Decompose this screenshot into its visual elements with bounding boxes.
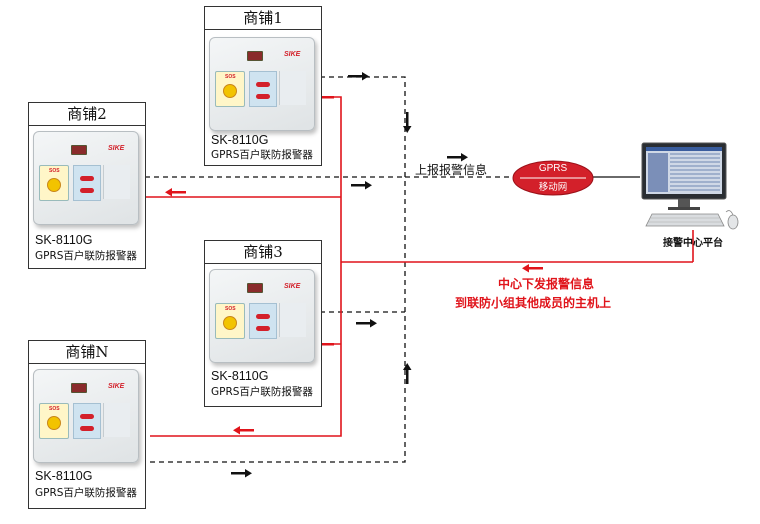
shop-desc: GPRS百户联防报警器 xyxy=(211,149,313,161)
arrow-icon xyxy=(165,188,186,197)
arrow-icon xyxy=(233,426,254,435)
sos-label: SOS xyxy=(49,406,60,412)
shop-title: 商铺1 xyxy=(205,7,321,30)
alarm-panel-icon: SIKE SOS xyxy=(209,37,315,131)
arrow-icon xyxy=(522,264,543,273)
keyboard-icon xyxy=(645,213,725,227)
mobile-network-label: 移动网 xyxy=(538,182,568,193)
alarm-panel-icon: SIKE SOS xyxy=(209,269,315,363)
shop-model: SK-8110G xyxy=(211,369,269,383)
shop-n-box: 商铺N SIKE SOS SK-8110G GPRS百户联防报警器 xyxy=(28,340,146,509)
shop-1-box: 商铺1 SIKE SOS SK-8110G GPRS百户联防报警器 xyxy=(204,6,322,166)
shop-model: SK-8110G xyxy=(35,233,93,247)
device-brand: SIKE xyxy=(284,283,301,290)
arrow-icon xyxy=(447,153,468,162)
alarm-center-computer xyxy=(640,142,740,234)
dispatch-label-line1: 中心下发报警信息 xyxy=(498,277,595,291)
device-brand: SIKE xyxy=(108,383,125,390)
arrow-icon xyxy=(351,181,372,190)
alarm-panel-icon: SIKE SOS xyxy=(33,369,139,463)
monitor-icon xyxy=(641,142,727,210)
alarm-panel-icon: SIKE SOS xyxy=(33,131,139,225)
uplink-lines xyxy=(145,76,520,463)
dispatch-label-line2: 到联防小组其他成员的主机上 xyxy=(455,296,612,310)
black-arrows xyxy=(231,72,468,478)
shop-3-box: 商铺3 SIKE SOS SK-8110G GPRS百户联防报警器 xyxy=(204,240,322,407)
device-brand: SIKE xyxy=(284,51,301,58)
shop-model: SK-8110G xyxy=(35,469,93,483)
arrow-icon xyxy=(348,72,369,81)
shop-2-box: 商铺2 SIKE SOS SK-8110G GPRS百户联防报警器 xyxy=(28,102,146,269)
shop-model: SK-8110G xyxy=(211,133,269,147)
arrow-icon xyxy=(356,319,377,328)
arrow-icon xyxy=(403,112,412,133)
shop-title: 商铺N xyxy=(29,341,145,364)
shop-desc: GPRS百户联防报警器 xyxy=(35,487,137,499)
shop-desc: GPRS百户联防报警器 xyxy=(35,250,137,262)
arrow-icon xyxy=(403,363,412,384)
mouse-icon xyxy=(725,210,739,230)
sos-label: SOS xyxy=(225,74,236,80)
shop-title: 商铺2 xyxy=(29,103,145,126)
sos-label: SOS xyxy=(225,306,236,312)
gprs-label: GPRS xyxy=(538,163,568,174)
upload-label: 上报报警信息 xyxy=(415,163,488,177)
alarm-center-label: 接警中心平台 xyxy=(663,238,723,249)
shop-desc: GPRS百户联防报警器 xyxy=(211,386,313,398)
device-brand: SIKE xyxy=(108,145,125,152)
sos-label: SOS xyxy=(49,168,60,174)
arrow-icon xyxy=(231,469,252,478)
shop-title: 商铺3 xyxy=(205,241,321,264)
gprs-network: GPRS 移动网 xyxy=(512,160,594,196)
